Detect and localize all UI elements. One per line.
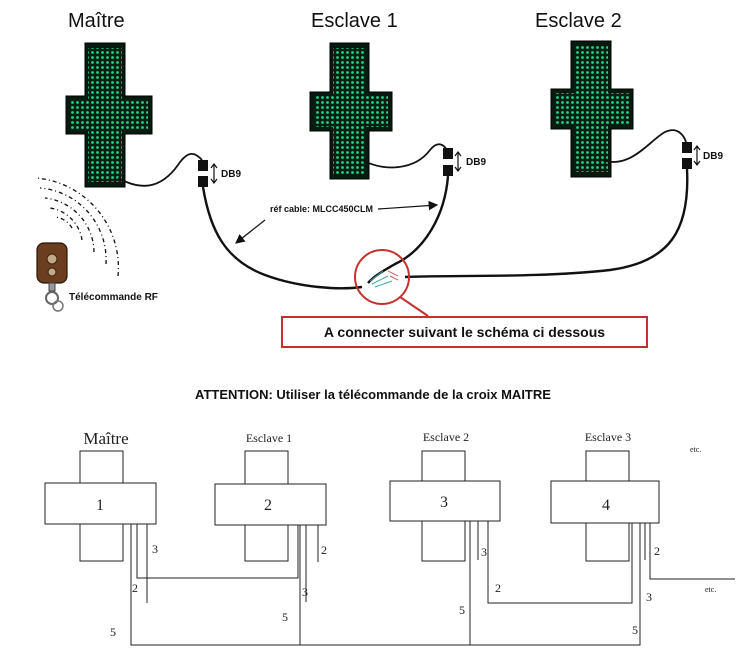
cable-ref-label: réf cable: MLCC450CLM	[270, 204, 373, 214]
title-master: Maître	[68, 10, 125, 32]
master-long-cable	[201, 186, 363, 290]
slave1-short-cable	[361, 143, 448, 169]
title-slave-1: Esclave 1	[311, 10, 398, 32]
db9-slave-2: DB9	[682, 142, 723, 169]
pin-5-master: 5	[110, 625, 116, 639]
pin-3-master: 3	[152, 542, 158, 556]
unit-number-4: 4	[602, 497, 610, 514]
unit-label-2: Esclave 1	[246, 431, 292, 445]
warning-text: ATTENTION: Utiliser la télécommande de l…	[195, 387, 551, 402]
unit-number-3: 3	[440, 494, 448, 511]
pin-5-slave3: 5	[632, 623, 638, 637]
pin-5-slave1: 5	[282, 610, 288, 624]
db9-label-slave2: DB9	[703, 151, 723, 162]
pin-3-slave3: 3	[646, 590, 652, 604]
splice-wires	[369, 270, 393, 288]
etc-right: etc.	[705, 585, 716, 594]
callout-box: A connecter suivant le schéma ci dessous	[281, 316, 648, 348]
db9-label-slave1: DB9	[466, 157, 486, 168]
master-short-cable	[117, 152, 203, 187]
unit-label-1: Maître	[83, 429, 128, 448]
slave2-short-cable	[602, 129, 687, 163]
db9-slave-1: DB9	[443, 148, 486, 176]
title-slave-2: Esclave 2	[535, 10, 622, 32]
pin-2-master: 2	[132, 581, 138, 595]
unit-number-1: 1	[96, 497, 104, 514]
pin-5-slave2: 5	[459, 603, 465, 617]
pin-2-slave3: 2	[654, 544, 660, 558]
rf-remote-icon	[36, 242, 68, 312]
pin-3-slave2: 3	[481, 545, 487, 559]
db9-master: DB9	[198, 160, 241, 187]
unit-label-4: Esclave 3	[585, 430, 631, 444]
cable-ref-arrow-left	[235, 219, 266, 244]
etc-top: etc.	[690, 445, 701, 454]
db9-label-master: DB9	[221, 169, 241, 180]
pin-2-slave1: 2	[321, 543, 327, 557]
splice-circle	[354, 249, 410, 305]
schematic: Maître Esclave 1 Esclave 2 Esclave 3 etc…	[44, 429, 735, 646]
remote-label: Télécommande RF	[69, 292, 158, 303]
callout-text: A connecter suivant le schéma ci dessous	[323, 324, 606, 340]
slave2-long-cable	[404, 168, 689, 279]
cross-slave-2	[550, 40, 634, 178]
cross-master	[65, 42, 153, 188]
rf-signal-waves	[35, 177, 120, 277]
cross-slave-1	[309, 42, 393, 180]
unit-number-2: 2	[264, 497, 272, 514]
unit-label-3: Esclave 2	[423, 430, 469, 444]
pin-3-slave1: 3	[302, 585, 308, 599]
callout-leader	[399, 296, 429, 317]
cable-ref-arrow-right	[377, 200, 439, 211]
pin-2-slave2: 2	[495, 581, 501, 595]
